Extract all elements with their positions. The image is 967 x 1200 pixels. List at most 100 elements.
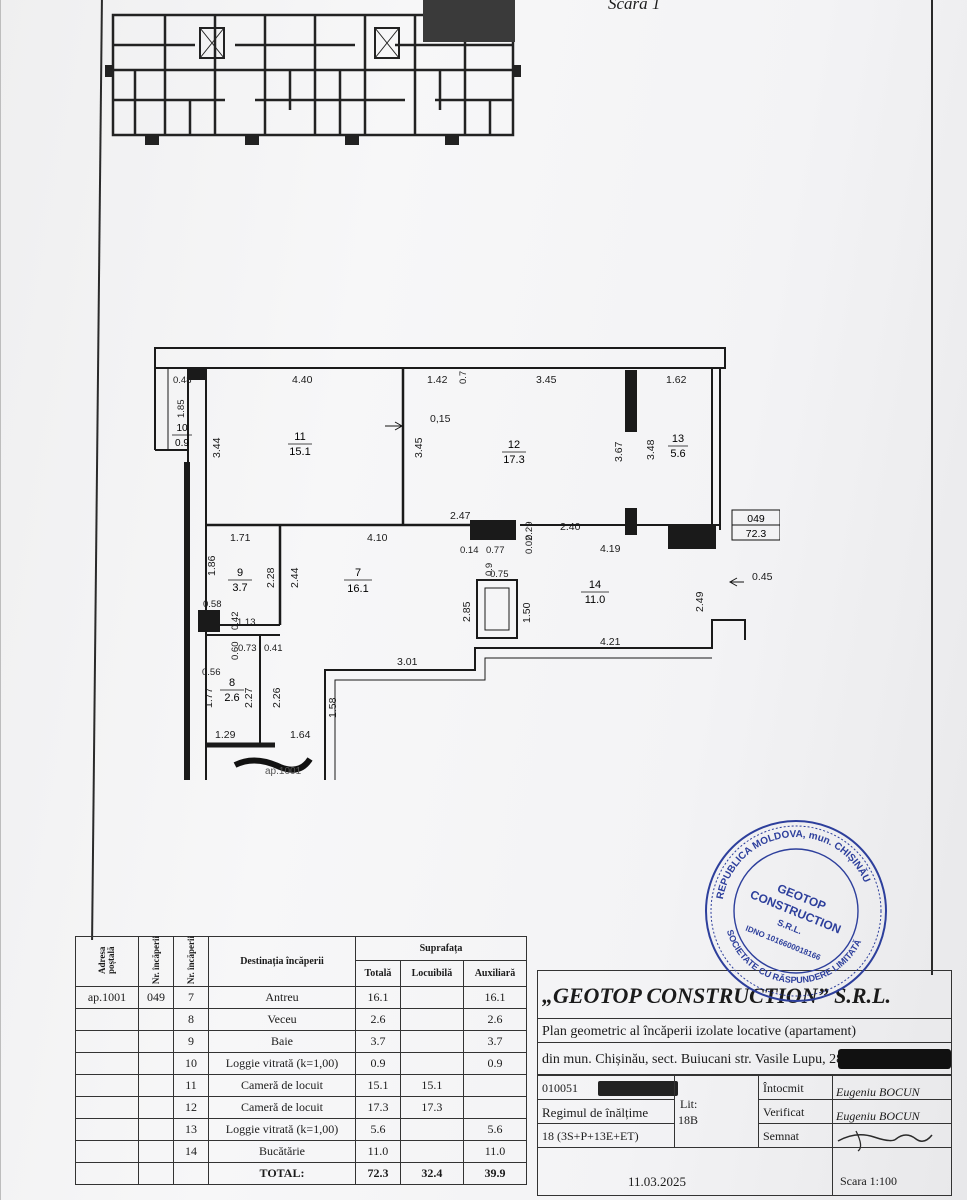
dim-label: 2.44 [289,567,301,588]
room-7-number: 7 [355,567,361,579]
dim-label: 0.73 [238,643,257,654]
room-nr-cell: 8 [173,1008,209,1031]
room-14-number: 14 [589,579,601,591]
apt-nr-cell: 049 [138,986,174,1009]
dim-label: 1.13 [237,617,256,628]
lit-label: Lit: [680,1097,698,1111]
regim-value: 18 (3S+P+13E+ET) [542,1129,639,1143]
apartment-label: ap.1001 [265,766,302,777]
document-date: 11.03.2025 [628,1174,687,1189]
dim-label: 0.75 [490,569,509,580]
room-11-area: 15.1 [289,446,310,458]
apt-nr-cell [138,1096,174,1119]
total-totala: 72.3 [355,1162,401,1185]
frame-left-line [91,0,103,940]
apartment-box-area: 72.3 [746,528,767,540]
apartment-box-code: 049 [747,513,765,525]
room-name-cell: Cameră de locuit [208,1074,356,1097]
dim-label: 0,15 [430,413,451,425]
dim-label: 2.28 [265,567,277,588]
area-auxiliara-cell: 3.7 [462,1030,528,1053]
dim-label: 0.02 [524,536,535,555]
frame-page-edge [0,0,1,1200]
apt-nr-cell [138,1118,174,1141]
apartment-floor-plan: 11 15.1 12 17.3 13 5.6 10 0.9 9 3.7 7 16… [154,347,780,780]
room-14-area: 11.0 [585,594,606,606]
plan-address: din mun. Chișinău, sect. Buiucani str. V… [538,1045,951,1075]
room-nr-cell: 11 [173,1074,209,1097]
room-8-area: 2.6 [224,692,239,704]
apt-nr-cell [138,1074,174,1097]
area-locuibila-cell [399,1052,464,1075]
dim-label: 0.77 [486,545,505,556]
total-label: TOTAL: [208,1162,356,1185]
verificat-label: Verificat [763,1105,805,1119]
header-totala: Totală [355,960,401,987]
cadastral-number: 010051 [542,1081,578,1095]
dim-label: 1.85 [176,400,187,419]
apt-nr-cell [138,1140,174,1163]
room-11-number: 11 [294,431,305,443]
dim-label: 4.19 [600,543,621,555]
stair-label: Scara 1 [608,0,661,13]
dim-label: 1.29 [215,729,236,741]
apt-nr-cell [138,1030,174,1053]
dim-label: 1.77 [203,687,215,708]
intocmit-name: Eugeniu BOCUN [836,1085,920,1099]
semnat-label: Semnat [763,1129,799,1143]
building-key-plan [105,0,521,145]
apt-nr-cell [138,1052,174,1075]
dim-label: 1.58 [327,697,339,718]
room-10-number: 10 [176,423,188,434]
dim-label: 0.45 [752,571,773,583]
address-cell [75,1118,139,1141]
dim-label: 0.7 [458,371,469,384]
area-auxiliara-cell [462,1096,528,1119]
redacted-cadastral-part [598,1081,678,1096]
room-nr-cell: 9 [173,1030,209,1053]
dim-label: 3.45 [413,437,425,458]
dim-label: 2.47 [450,510,471,522]
area-locuibila-cell [399,986,464,1009]
room-nr-cell: 14 [173,1140,209,1163]
header-nr-inc-1: Nr. încăperii [150,935,161,985]
svg-text:SOCIETATE CU RĂSPUNDERE LIMITA: SOCIETATE CU RĂSPUNDERE LIMITATĂ [725,928,864,985]
area-auxiliara-cell: 16.1 [462,986,528,1009]
dim-label: 3.44 [211,437,223,458]
room-name-cell: Loggie vitrată (k=1,00) [208,1118,356,1141]
area-total-cell: 5.6 [355,1118,401,1141]
header-adresa: Adresa poștală [97,946,116,974]
room-7-area: 16.1 [347,583,368,595]
address-cell [75,1008,139,1031]
title-block: „GEOTOP CONSTRUCTION” S.R.L. Plan geomet… [537,970,952,1196]
dim-label: 1.86 [206,555,218,576]
room-nr-cell: 7 [173,986,209,1009]
area-auxiliara-cell: 0.9 [462,1052,528,1075]
dim-label: 2.49 [694,591,706,612]
room-13-area: 5.6 [670,448,685,460]
header-auxiliara: Auxiliară [462,960,528,987]
total-auxiliara: 39.9 [462,1162,528,1185]
area-auxiliara-cell: 5.6 [462,1118,528,1141]
area-table: Adresa poștală Nr. încăperii Nr. încăper… [75,935,528,1194]
area-total-cell: 17.3 [355,1096,401,1119]
total-locuibila: 32.4 [399,1162,464,1185]
lit-value: 18B [678,1113,699,1127]
dim-label: 4.40 [292,374,313,386]
room-name-cell: Veceu [208,1008,356,1031]
dim-label: 2.40 [560,521,581,533]
room-9-number: 9 [237,567,243,579]
address-cell [75,1140,139,1163]
area-locuibila-cell: 15.1 [399,1074,464,1097]
header-nr-inc-2: Nr. încăperii [185,935,196,985]
address-cell [75,1030,139,1053]
stamp-lower-text: SOCIETATE CU RĂSPUNDERE LIMITATĂ [725,928,864,985]
dim-label: 0.41 [264,643,283,654]
address-cell [75,1052,139,1075]
area-locuibila-cell [399,1030,464,1053]
